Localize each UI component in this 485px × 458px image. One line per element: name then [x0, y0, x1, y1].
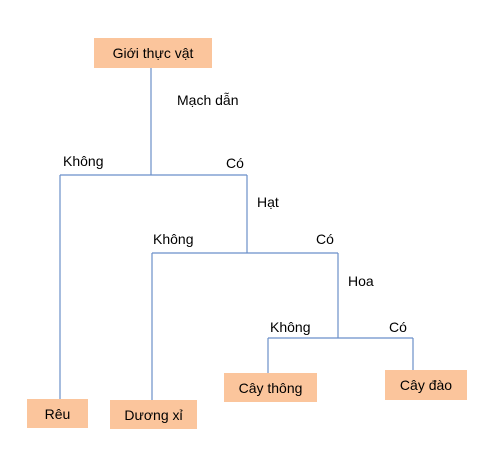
- label-khong-mach-dan: Không: [63, 153, 104, 169]
- node-reu: Rêu: [27, 399, 88, 428]
- label-hat: Hạt: [257, 194, 279, 210]
- node-cay-dao: Cây đào: [385, 370, 467, 400]
- node-gioi-thuc-vat: Giới thực vật: [94, 38, 212, 68]
- label-co-mach-dan: Có: [226, 155, 244, 171]
- label-khong-hat: Không: [153, 231, 194, 247]
- label-co-hat: Có: [316, 231, 334, 247]
- label-khong-hoa: Không: [270, 319, 311, 335]
- label-hoa: Hoa: [348, 273, 374, 289]
- label-co-hoa: Có: [389, 319, 407, 335]
- node-cay-thong: Cây thông: [224, 373, 317, 402]
- label-mach-dan: Mạch dẫn: [177, 92, 239, 108]
- node-duong-xi: Dương xỉ: [110, 400, 197, 429]
